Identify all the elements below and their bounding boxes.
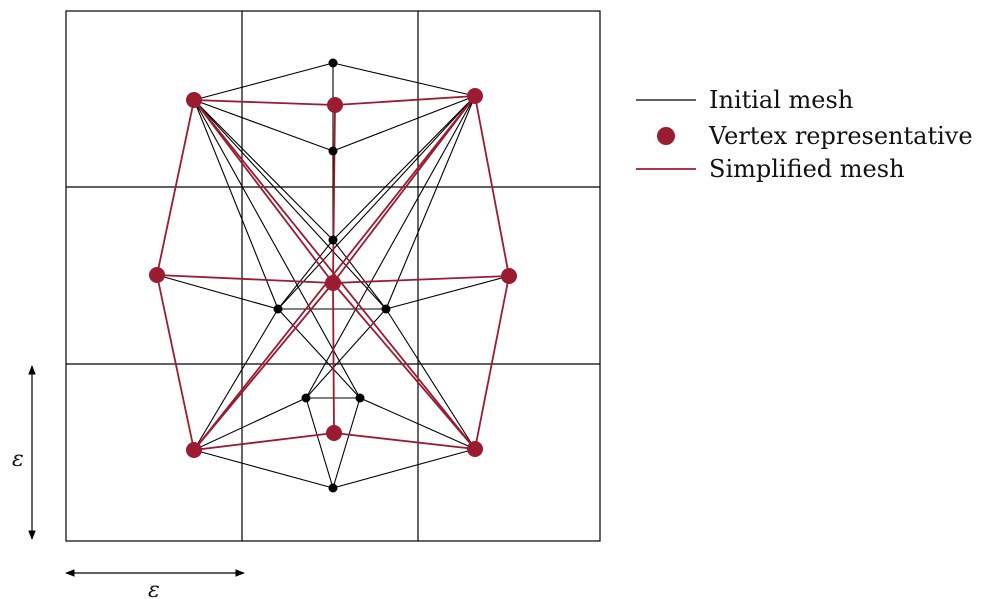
initial-mesh-edge [305, 95, 476, 399]
simplified-mesh-edge [193, 432, 335, 451]
initial-mesh-edge [332, 448, 476, 489]
initial-mesh-edge [332, 95, 476, 152]
vertex-representative [467, 88, 483, 104]
vertex-representative [149, 267, 165, 283]
simplified-mesh-edge [156, 99, 195, 276]
simplified-mesh-edge [474, 275, 510, 450]
initial-mesh-edge [332, 239, 387, 310]
initial-vertex [328, 483, 338, 493]
initial-mesh-edge [385, 95, 476, 310]
initial-vertex [301, 393, 311, 403]
initial-mesh-edge [193, 308, 279, 451]
initial-vertex [273, 304, 283, 314]
initial-mesh-edge [332, 397, 361, 489]
initial-mesh-edge [332, 62, 476, 97]
simplified-mesh-edge [474, 95, 510, 277]
initial-mesh-edge [193, 99, 361, 399]
simplified-mesh-edge [156, 274, 195, 451]
initial-mesh-edge [277, 308, 361, 399]
simplified-mesh-edge [332, 282, 335, 434]
initial-mesh-edge [305, 308, 387, 399]
initial-mesh-vertices [273, 58, 391, 493]
vertex-representative [327, 97, 343, 113]
legend-initial-mesh-label: Initial mesh [709, 86, 853, 114]
legend: Initial mesh Vertex representative Simpl… [636, 86, 973, 183]
initial-mesh-edge [193, 99, 334, 241]
simplified-mesh-edge [156, 274, 334, 284]
initial-mesh-edge [193, 99, 387, 310]
initial-mesh-edge [277, 95, 476, 310]
grid-border [65, 10, 601, 542]
simplified-mesh-edge [332, 104, 336, 284]
initial-mesh-edge [385, 308, 476, 450]
vertex-representative [186, 442, 202, 458]
simplified-mesh-edge [332, 275, 510, 284]
initial-mesh-edge [277, 239, 334, 310]
vertex-representative [467, 441, 483, 457]
simplified-mesh-edge [193, 95, 476, 451]
initial-vertex [328, 58, 338, 68]
legend-vertex-representative-label: Vertex representative [708, 122, 973, 150]
initial-mesh-edge [193, 99, 279, 310]
vertex-representatives [149, 88, 517, 458]
initial-mesh-edge [359, 397, 476, 450]
simplified-mesh-edge [193, 99, 334, 284]
initial-mesh-edge [332, 95, 476, 241]
initial-vertex [328, 146, 338, 156]
dimension-markers: ε ε [12, 365, 245, 599]
simplified-mesh [156, 95, 510, 451]
initial-mesh-edge [193, 99, 334, 152]
vertical-dimension-label: ε [12, 447, 24, 472]
initial-mesh-edge [385, 275, 510, 310]
initial-mesh-edge [193, 449, 334, 489]
legend-simplified-mesh-label: Simplified mesh [709, 155, 905, 183]
vertex-representative [186, 92, 202, 108]
simplified-mesh-edge [332, 282, 476, 450]
simplified-mesh-edge [333, 432, 476, 450]
initial-mesh-edge [193, 62, 334, 101]
initial-vertex [355, 393, 365, 403]
simplified-mesh-edge [334, 95, 476, 106]
initial-mesh-edge [156, 274, 279, 310]
vertex-representative [326, 425, 342, 441]
simplified-mesh-edge [193, 99, 336, 106]
initial-mesh-edge [193, 397, 307, 451]
initial-mesh-edge [305, 397, 334, 489]
initial-vertex [381, 304, 391, 314]
vertex-representative [325, 275, 341, 291]
horizontal-dimension-label: ε [148, 578, 160, 599]
vertex-representative [501, 268, 517, 284]
initial-vertex [328, 235, 338, 245]
simplified-mesh-edge [193, 99, 476, 450]
legend-vertex-representative-swatch [657, 127, 675, 145]
